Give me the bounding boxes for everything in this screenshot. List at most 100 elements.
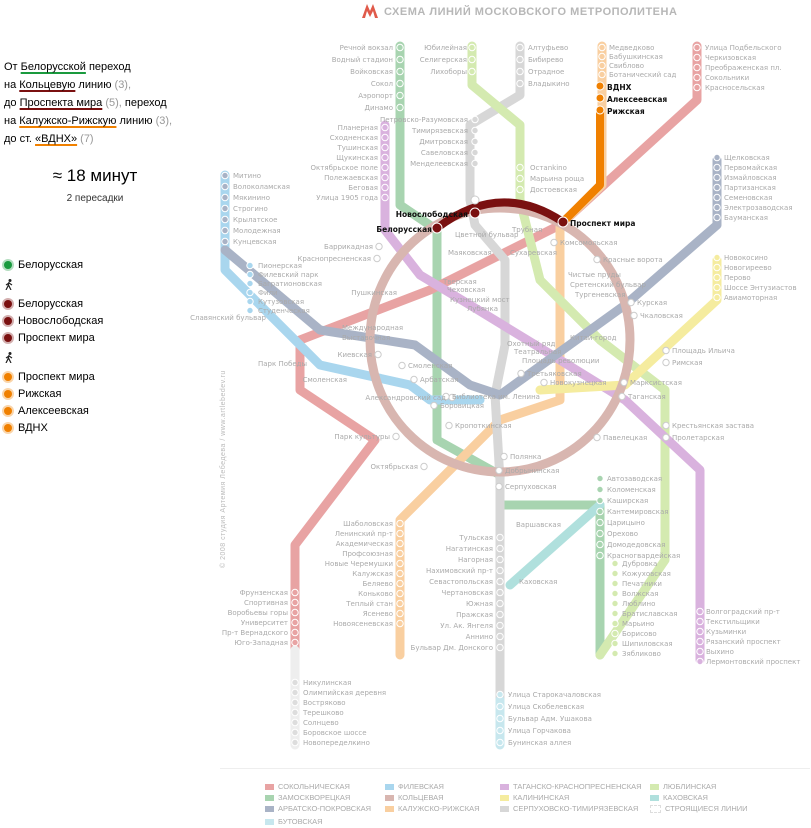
station-node[interactable] — [516, 43, 524, 52]
station-label[interactable]: Ул. Ак. Янгеля — [440, 622, 493, 630]
station-label[interactable]: Коломенская — [607, 486, 656, 494]
station-label[interactable]: Текстильщики — [705, 618, 760, 626]
station-node[interactable] — [496, 702, 504, 711]
station-label[interactable]: Кантемировская — [607, 508, 668, 516]
station-label[interactable]: Пр-т Вернадского — [222, 629, 288, 637]
station-node[interactable] — [291, 718, 299, 727]
station-node[interactable] — [291, 638, 299, 647]
station-label[interactable]: Беговая — [348, 184, 378, 192]
station-label[interactable]: Тульская — [458, 534, 493, 542]
station-node[interactable] — [291, 628, 299, 637]
station-node[interactable] — [381, 153, 389, 162]
station-node[interactable] — [221, 215, 229, 224]
station-label[interactable]: Улица 1905 года — [316, 194, 378, 202]
station-label[interactable]: Пионерская — [258, 262, 302, 270]
station-label[interactable]: Кузнецкий мост — [450, 296, 510, 304]
station-label[interactable]: Царицыно — [607, 519, 645, 527]
station-label[interactable]: Ясенево — [363, 610, 393, 618]
station-label[interactable]: Чистые пруды — [568, 271, 621, 279]
station-node[interactable] — [496, 555, 504, 564]
station-label[interactable]: Зябликово — [622, 650, 661, 658]
station-node[interactable] — [713, 183, 721, 192]
route-step[interactable]: ВДНХ — [2, 420, 48, 436]
station-node[interactable] — [593, 433, 601, 442]
station-node[interactable] — [596, 551, 604, 560]
station-label[interactable]: Боровицкая — [440, 402, 484, 410]
station-node[interactable] — [516, 174, 524, 183]
station-label[interactable]: Смоленская — [408, 362, 452, 370]
station-label[interactable]: Парк Победы — [258, 360, 307, 368]
station-label[interactable]: Выхино — [706, 648, 734, 656]
station-label[interactable]: Баррикадная — [324, 243, 373, 251]
station-label[interactable]: Достоевская — [530, 186, 577, 194]
station-label[interactable]: Рязанский проспект — [706, 638, 781, 646]
station-node[interactable] — [495, 482, 503, 491]
station-node[interactable] — [448, 393, 456, 402]
station-label[interactable]: Чкаловская — [640, 312, 683, 320]
station-label[interactable]: Белорусская — [376, 225, 432, 234]
station-label[interactable]: Беляево — [362, 580, 393, 588]
station-node[interactable] — [596, 518, 604, 527]
station-label[interactable]: Измайловская — [724, 174, 777, 182]
station-label[interactable]: Петровско-Разумовская — [380, 116, 468, 124]
station-node[interactable] — [471, 126, 479, 135]
station-node[interactable] — [374, 350, 382, 359]
station-node[interactable] — [373, 254, 381, 263]
station-label[interactable]: Павелецкая — [603, 434, 647, 442]
station-node[interactable] — [693, 43, 701, 52]
station-node[interactable] — [713, 153, 721, 162]
station-node[interactable] — [246, 261, 254, 270]
station-label[interactable]: Печатники — [622, 580, 662, 588]
transfer-station-link[interactable]: Проспекта мира — [19, 97, 103, 109]
station-label[interactable]: Дубровка — [622, 560, 657, 568]
station-label[interactable]: Волгоградский пр-т — [706, 608, 780, 616]
route-step[interactable]: Новослободская — [2, 313, 103, 329]
station-label[interactable]: Арбатская — [420, 376, 459, 384]
station-node[interactable] — [713, 213, 721, 222]
station-node[interactable] — [598, 43, 606, 52]
station-label[interactable]: Новослободская — [396, 210, 468, 219]
station-node[interactable] — [620, 378, 628, 387]
station-label[interactable]: Полянка — [510, 453, 541, 461]
station-node[interactable] — [496, 588, 504, 597]
station-label[interactable]: Щукинская — [336, 154, 378, 162]
station-node[interactable] — [291, 608, 299, 617]
station-label[interactable]: Варшавская — [516, 521, 561, 529]
station-label[interactable]: Новоясеневская — [333, 620, 393, 628]
route-step[interactable]: Белорусская — [2, 296, 83, 312]
station-node[interactable] — [500, 452, 508, 461]
station-label[interactable]: Бабушкинская — [609, 53, 663, 61]
station-label[interactable]: Улица Старокачаловская — [508, 691, 601, 699]
station-label[interactable]: Теплый стан — [345, 600, 393, 608]
station-node[interactable] — [291, 688, 299, 697]
belorusskaya-node[interactable] — [431, 222, 443, 234]
station-node[interactable] — [516, 185, 524, 194]
station-label[interactable]: Преображенская пл. — [705, 64, 782, 72]
station-node[interactable] — [291, 588, 299, 597]
station-node[interactable] — [611, 589, 619, 598]
station-node[interactable] — [618, 392, 626, 401]
station-node[interactable] — [221, 204, 229, 213]
route-step[interactable]: Белорусская — [2, 257, 83, 273]
station-node[interactable] — [396, 549, 404, 558]
station-label[interactable]: Пушкинская — [351, 289, 397, 297]
station-node[interactable] — [396, 569, 404, 578]
station-node[interactable] — [496, 621, 504, 630]
station-label[interactable]: Юго-Западная — [234, 639, 288, 647]
station-node[interactable] — [496, 738, 504, 747]
station-label[interactable]: Пражская — [456, 611, 493, 619]
station-label[interactable]: Римская — [672, 359, 703, 367]
prospekt-mira-node[interactable] — [557, 216, 569, 228]
station-node[interactable] — [291, 618, 299, 627]
station-node[interactable] — [396, 55, 404, 64]
station-label[interactable]: Тимирязевская — [411, 127, 468, 135]
station-node[interactable] — [396, 91, 404, 100]
station-node[interactable] — [696, 617, 704, 626]
station-node[interactable] — [396, 103, 404, 112]
station-label[interactable]: Красногвардейская — [607, 552, 680, 560]
from-station-link[interactable]: Белорусской — [20, 61, 86, 73]
station-node[interactable] — [713, 293, 721, 302]
station-node[interactable] — [611, 629, 619, 638]
station-node[interactable] — [396, 609, 404, 618]
station-node[interactable] — [596, 540, 604, 549]
